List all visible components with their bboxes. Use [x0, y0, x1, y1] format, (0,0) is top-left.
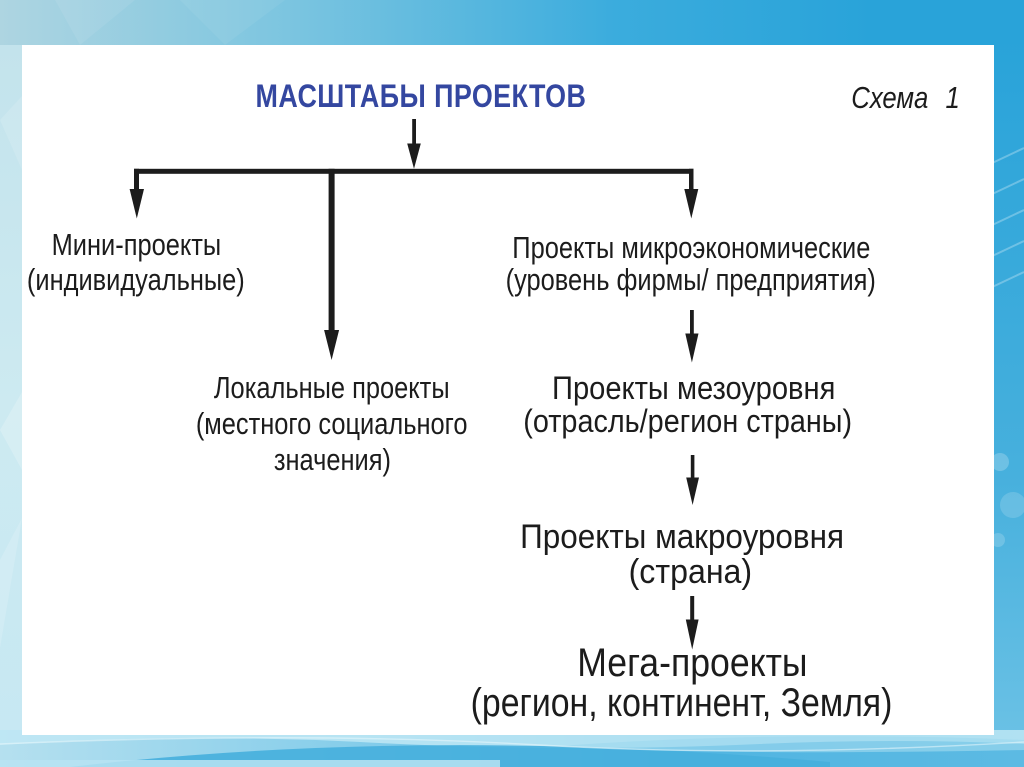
- left-band-facets: [0, 96, 22, 648]
- right-band-arcs: [991, 453, 1024, 547]
- node-text-line: Локальные проекты: [12, 370, 652, 406]
- node-text-line: Мега-проекты: [367, 643, 1007, 683]
- node-text: Проекты макроуровня: [520, 517, 844, 556]
- node-local-projects: Локальные проекты (местного социального …: [12, 370, 652, 478]
- node-text: (страна): [628, 552, 752, 591]
- bottom-strip-light: [0, 760, 500, 767]
- node-macro-level-projects: Проекты макроуровня (страна): [366, 517, 1006, 591]
- node-text-line: значения): [12, 442, 652, 478]
- arrow-branch-mini: [129, 168, 144, 219]
- node-mini-projects: Мини-проекты (индивидуальные): [0, 227, 456, 297]
- arrow-meso-to-macro: [686, 455, 699, 505]
- node-text-line: Проекты мезоуровня: [370, 369, 1010, 406]
- node-text: Проекты микроэкономические: [511, 229, 871, 265]
- arrow-micro-to-meso: [685, 310, 699, 363]
- node-text: (индивидуальные): [27, 261, 245, 297]
- tree-horizontal-bar: [134, 168, 694, 174]
- scheme-number-label: Схема 1: [829, 80, 960, 116]
- node-text: Локальные проекты: [214, 370, 450, 406]
- node-text-line: (регион, континент, Земля): [367, 683, 1007, 723]
- node-text-line: Проекты микроэкономические: [371, 229, 1011, 265]
- node-text-line: (индивидуальные): [0, 262, 456, 297]
- arrow-title-to-tree: [407, 119, 421, 169]
- node-mega-projects: Мега-проекты (регион, континент, Земля): [367, 643, 1007, 723]
- node-text: значения): [273, 442, 391, 478]
- arrow-branch-local: [324, 168, 340, 360]
- node-text: (местного социального: [196, 406, 468, 442]
- slide-title-text: МАСШТАБЫ ПРОЕКТОВ: [255, 78, 587, 114]
- node-text-line: Мини-проекты: [0, 227, 456, 262]
- node-text: Проекты мезоуровня: [552, 369, 836, 406]
- bottom-seam: [0, 737, 1024, 752]
- node-text-line: (местного социального: [12, 406, 652, 442]
- scheme-number-text: Схема 1: [851, 80, 960, 115]
- node-text: Мини-проекты: [51, 226, 221, 262]
- node-text-line: (страна): [366, 552, 1006, 591]
- node-text: (отрасль/регион страны): [523, 402, 853, 439]
- node-text-line: (отрасль/регион страны): [370, 402, 1010, 439]
- content-panel: [22, 45, 994, 735]
- node-text: (регион, континент, Земля): [471, 681, 893, 726]
- node-microeconomic-projects: Проекты микроэкономические (уровень фирм…: [371, 229, 1011, 297]
- slide-title: МАСШТАБЫ ПРОЕКТОВ: [101, 78, 741, 114]
- node-text-line: (уровень фирмы/ предприятия): [371, 264, 1011, 297]
- node-text: (уровень фирмы/ предприятия): [505, 262, 877, 298]
- arrow-branch-micro: [684, 168, 699, 219]
- backdrop-left-band: [0, 45, 22, 767]
- node-text-line: Проекты макроуровня: [366, 517, 1006, 556]
- node-meso-level-projects: Проекты мезоуровня (отрасль/регион стран…: [370, 369, 1010, 439]
- top-band-facets: [55, 0, 285, 45]
- arrow-macro-to-mega: [685, 596, 699, 650]
- node-text: Мега-проекты: [576, 641, 808, 686]
